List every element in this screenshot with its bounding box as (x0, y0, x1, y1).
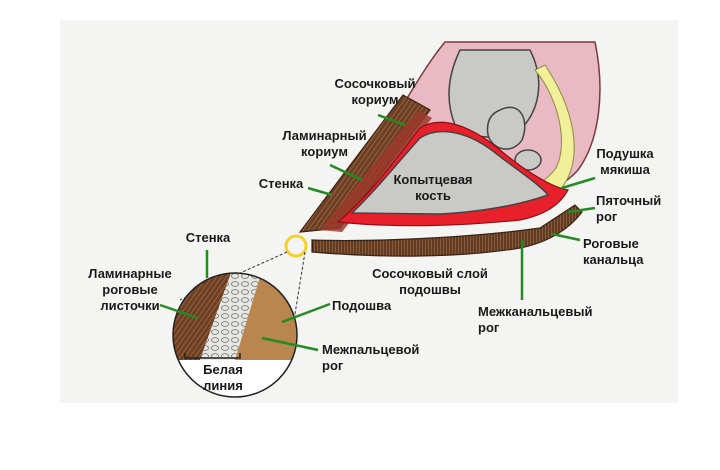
label-wall-lower: Стенка (185, 230, 231, 245)
sole-horn (311, 204, 583, 257)
leader-horn-tubules (551, 232, 581, 242)
leader-digital-cushion (561, 176, 596, 190)
label-sole: Подошва (332, 298, 392, 313)
sesamoid-bone (486, 106, 526, 150)
label-horn-tubules: Роговые канальца (583, 236, 644, 267)
leader-wall-upper (307, 186, 333, 197)
label-papillary-corium: Сосочковый кориум (334, 76, 416, 107)
leader-interdigital-horn (261, 336, 319, 352)
zoom-circle-border (172, 272, 298, 398)
zoom-guide-right (293, 251, 306, 321)
label-wall-upper: Стенка (258, 176, 304, 191)
white-line-bracket (184, 353, 241, 359)
leader-heel-horn (567, 206, 596, 214)
leader-papillary-corium (377, 113, 406, 127)
label-laminar-corium: Ламинарный кориум (282, 128, 367, 159)
navicular-bone (514, 149, 542, 171)
label-heel-horn: Пяточный рог (596, 193, 662, 224)
label-coffin-bone: Копытцевая кость (393, 172, 473, 203)
zoom-source-ring (284, 234, 308, 258)
label-papillary-sole-layer: Сосочковый слой подошвы (372, 266, 488, 297)
coffin-bone-shape (350, 130, 550, 215)
label-white-line: Белая линия (203, 362, 243, 393)
label-horn-laminae: Ламинарные роговые листочки (88, 266, 172, 313)
label-interdigital-horn: Межпальцевой рог (322, 342, 420, 373)
leader-horn-laminae (159, 303, 199, 320)
leader-laminar-corium (329, 163, 363, 182)
label-digital-cushion: Подушка мякиша (596, 146, 654, 177)
leader-lines (159, 113, 596, 352)
leader-sole (281, 302, 331, 324)
corium-strip (320, 110, 432, 232)
label-intertubular-horn: Межканальцевый рог (478, 304, 593, 335)
